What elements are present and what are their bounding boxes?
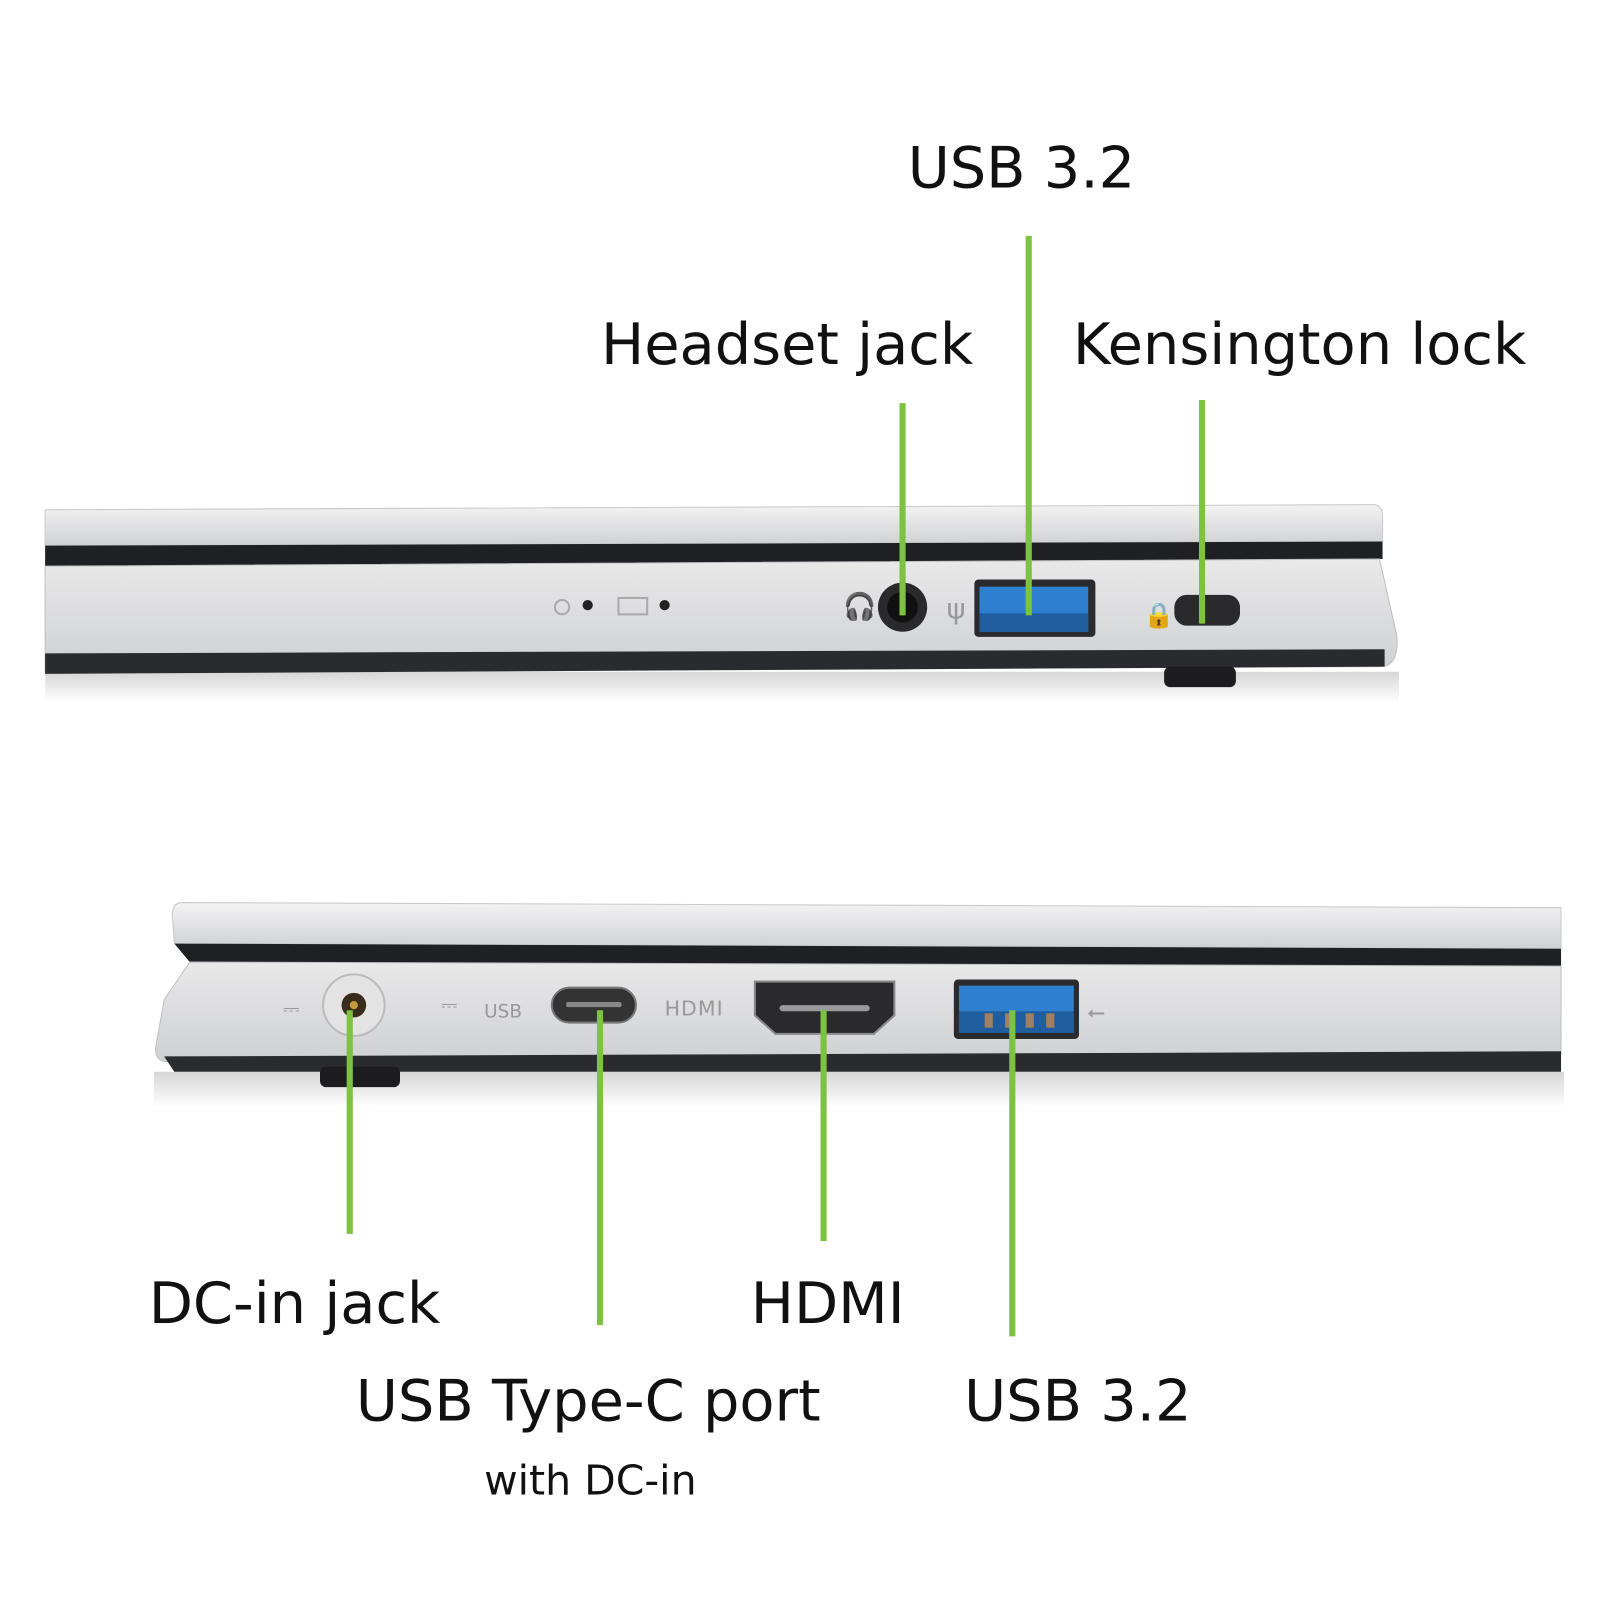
label-headset-jack: Headset jack <box>601 311 974 378</box>
usb-icon: ⭠ <box>1087 999 1105 1025</box>
kensington-lock-slot: 🔒 <box>1144 594 1240 630</box>
usb-c-port: ⎓ USB <box>441 986 637 1024</box>
label-usb-c: USB Type-C port <box>356 1368 821 1435</box>
usb-icon: ψ <box>947 591 966 625</box>
callout-lines <box>346 235 1206 1337</box>
rubber-foot <box>1164 666 1236 688</box>
label-hdmi: HDMI <box>751 1270 905 1337</box>
label-dc-in-jack: DC-in jack <box>149 1270 441 1337</box>
battery-led-icon <box>617 596 670 616</box>
label-usb-c-subtitle: with DC-in <box>484 1456 696 1504</box>
laptop-left-side: ⎓ ⎓ USB HDMI ⭠ <box>153 902 1565 1108</box>
headset-icon: 🎧 <box>843 590 876 622</box>
label-usb-bottom: USB 3.2 <box>964 1368 1191 1435</box>
dc-symbol-icon: ⎓ <box>441 992 458 1016</box>
label-kensington-lock: Kensington lock <box>1073 311 1527 378</box>
hdmi-port: HDMI <box>665 980 896 1035</box>
laptop-right-side: 🎧 ψ 🔒 <box>44 504 1399 703</box>
usb-a-port-bottom: ⭠ <box>953 979 1105 1039</box>
usb-a-port-top: ψ <box>947 579 1096 637</box>
hdmi-marking: HDMI <box>665 996 724 1020</box>
usb-c-marking: USB <box>484 1001 522 1022</box>
power-led-icon <box>553 598 593 616</box>
rubber-foot <box>320 1066 400 1088</box>
dc-symbol-icon: ⎓ <box>283 996 300 1020</box>
label-usb-top: USB 3.2 <box>908 135 1135 202</box>
lock-icon: 🔒 <box>1144 601 1175 630</box>
